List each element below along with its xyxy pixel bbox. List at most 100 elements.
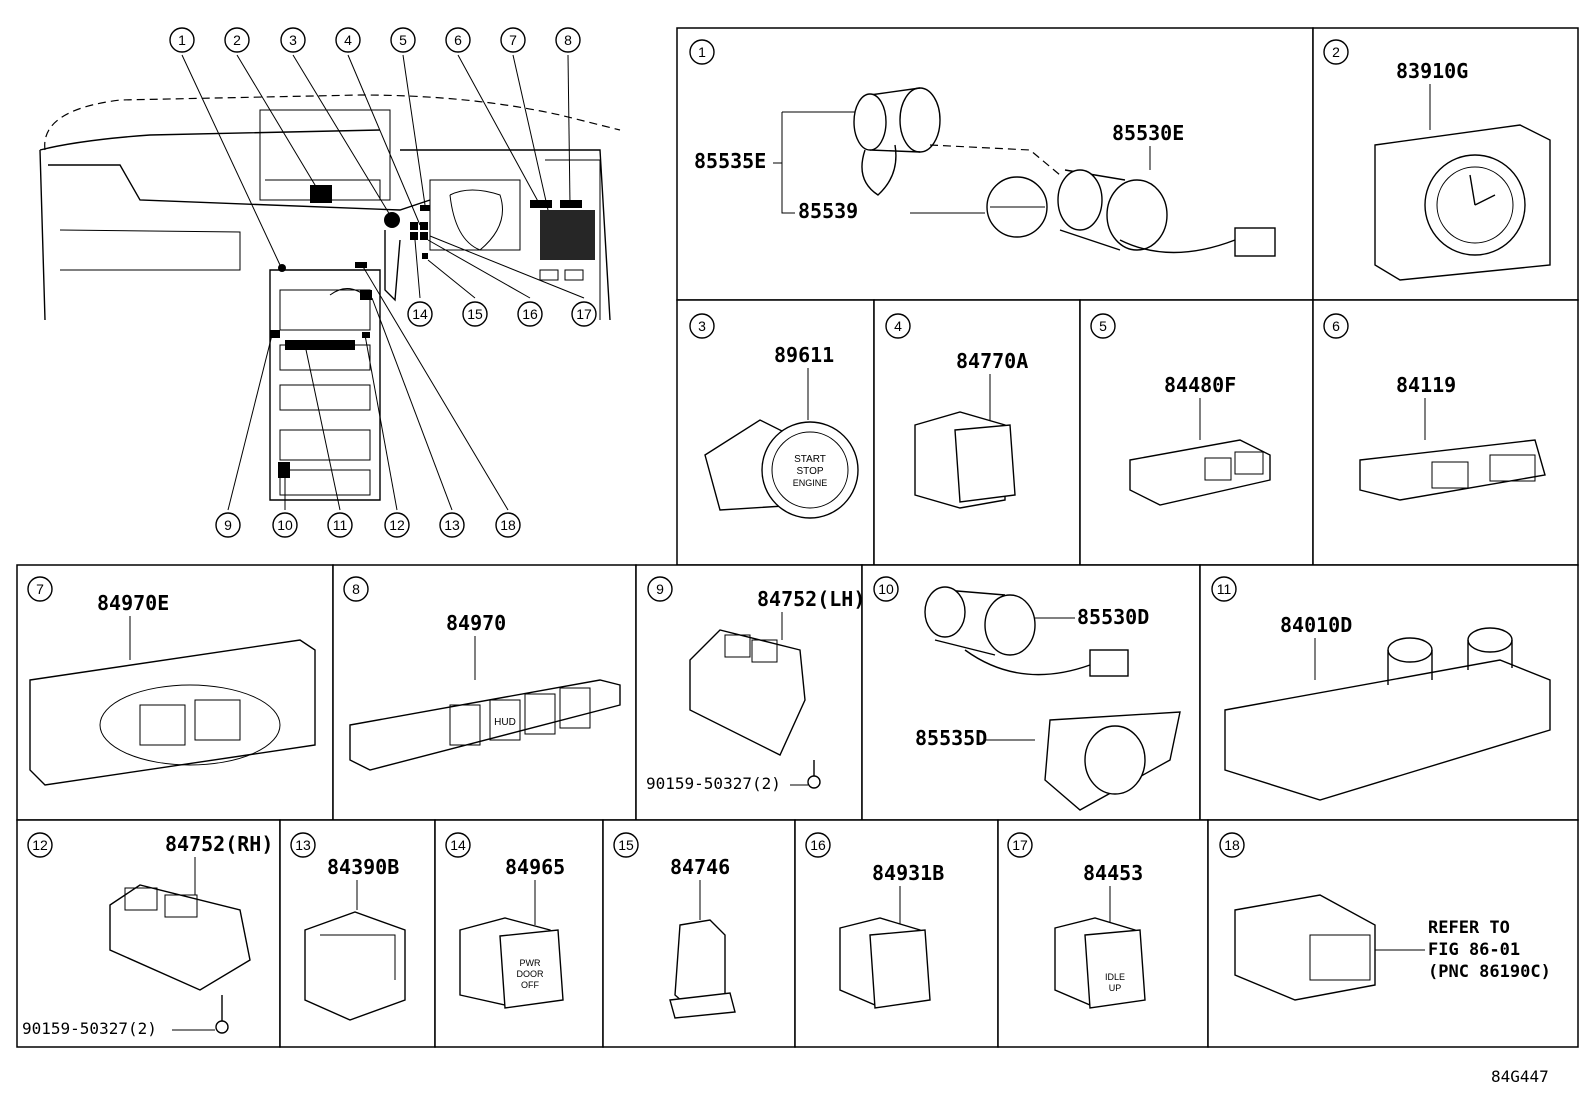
part-84752-RH: 84752(RH) [165, 832, 273, 856]
callout-2: 2 [224, 27, 250, 53]
panel-16: 16 84931B [805, 832, 944, 1009]
svg-text:OFF: OFF [521, 980, 539, 990]
svg-text:2: 2 [233, 32, 241, 48]
part-83910G: 83910G [1396, 59, 1468, 83]
part-84770A: 84770A [956, 349, 1028, 373]
callout-18: 18 [495, 512, 521, 538]
svg-text:5: 5 [1099, 318, 1107, 334]
callout-13: 13 [439, 512, 465, 538]
svg-text:DOOR: DOOR [517, 969, 545, 979]
svg-text:12: 12 [389, 517, 405, 533]
panel-17: 17 84453 IDLE UP [1007, 832, 1146, 1009]
part-85530E: 85530E [1112, 121, 1184, 145]
part-90159-50327-rh: 90159-50327(2) [22, 1019, 157, 1038]
part-84119: 84119 [1396, 373, 1456, 397]
refer-note-line-1: REFER TO [1428, 918, 1510, 938]
panel-8: 8 84970 HUD [343, 576, 621, 771]
part-84965: 84965 [505, 855, 565, 879]
overview-callouts: 1 2 3 4 5 6 7 8 14 15 16 17 9 10 11 12 1… [169, 27, 597, 538]
svg-text:16: 16 [810, 837, 826, 853]
panel-7: 7 84970E [27, 576, 316, 786]
callout-7: 7 [500, 27, 526, 53]
svg-text:15: 15 [618, 837, 634, 853]
grid-frame [16, 27, 1579, 1048]
panel-2: 2 83910G [1323, 39, 1551, 281]
svg-text:UP: UP [1109, 983, 1122, 993]
svg-text:11: 11 [333, 517, 348, 533]
svg-text:HUD: HUD [494, 717, 516, 728]
callout-6: 6 [445, 27, 471, 53]
svg-text:6: 6 [1332, 318, 1340, 334]
callout-4: 4 [335, 27, 361, 53]
svg-text:10: 10 [878, 581, 894, 597]
callout-5: 5 [390, 27, 416, 53]
svg-text:3: 3 [289, 32, 297, 48]
svg-text:5: 5 [399, 32, 407, 48]
callout-3: 3 [280, 27, 306, 53]
panel-4: 4 84770A [885, 313, 1028, 509]
part-85535D: 85535D [915, 726, 987, 750]
callout-14: 14 [407, 301, 433, 327]
callout-12: 12 [384, 512, 410, 538]
panel-11: 11 84010D [1211, 576, 1551, 801]
part-84752-LH: 84752(LH) [757, 587, 865, 611]
svg-text:PWR: PWR [520, 958, 541, 968]
svg-text:18: 18 [500, 517, 516, 533]
svg-text:4: 4 [344, 32, 352, 48]
svg-text:7: 7 [509, 32, 517, 48]
callout-17: 17 [571, 301, 597, 327]
part-89611: 89611 [774, 343, 834, 367]
svg-text:18: 18 [1224, 837, 1240, 853]
svg-text:4: 4 [894, 318, 902, 334]
panel-5: 5 84480F [1090, 313, 1271, 506]
callout-8: 8 [555, 27, 581, 53]
panel-15: 15 84746 [613, 832, 736, 1019]
refer-note-line-3: (PNC 86190C) [1428, 962, 1551, 982]
svg-text:16: 16 [522, 306, 538, 322]
dashboard-overview [39, 54, 621, 511]
svg-text:6: 6 [454, 32, 462, 48]
part-84746: 84746 [670, 855, 730, 879]
panel-12: 12 84752(RH) 90159-50327(2) [22, 832, 273, 1038]
callout-15: 15 [462, 301, 488, 327]
svg-text:11: 11 [1217, 581, 1232, 597]
part-84970E: 84970E [97, 591, 169, 615]
svg-text:STOP: STOP [796, 466, 823, 477]
part-84390B: 84390B [327, 855, 399, 879]
svg-text:10: 10 [277, 517, 293, 533]
part-85530D: 85530D [1077, 605, 1149, 629]
callout-10: 10 [272, 512, 298, 538]
callout-11: 11 [327, 512, 353, 538]
panel-14: 14 84965 PWR DOOR OFF [445, 832, 565, 1009]
svg-text:17: 17 [1012, 837, 1028, 853]
panel-1: 1 85535E 85539 85530E [689, 39, 1276, 257]
svg-text:START: START [794, 454, 826, 465]
svg-text:14: 14 [412, 306, 428, 322]
part-85539: 85539 [798, 199, 858, 223]
refer-note-line-2: FIG 86-01 [1428, 940, 1520, 960]
svg-text:3: 3 [698, 318, 706, 334]
svg-text:9: 9 [656, 581, 664, 597]
svg-text:8: 8 [564, 32, 572, 48]
svg-text:7: 7 [36, 581, 44, 597]
svg-text:ENGINE: ENGINE [793, 478, 828, 488]
svg-text:13: 13 [295, 837, 311, 853]
callout-16: 16 [517, 301, 543, 327]
callout-1: 1 [169, 27, 195, 53]
svg-text:9: 9 [224, 517, 232, 533]
part-90159-50327-lh: 90159-50327(2) [646, 774, 781, 793]
diagram-code: 84G447 [1491, 1067, 1549, 1086]
svg-text:13: 13 [444, 517, 460, 533]
svg-text:14: 14 [450, 837, 466, 853]
panel-6: 6 84119 [1323, 313, 1546, 501]
panel-9: 9 84752(LH) 90159-50327(2) [646, 576, 865, 793]
part-84480F: 84480F [1164, 373, 1236, 397]
part-84453: 84453 [1083, 861, 1143, 885]
panel-18: 18 REFER TO FIG 86-01 (PNC 86190C) [1219, 832, 1551, 1001]
svg-text:IDLE: IDLE [1105, 972, 1125, 982]
svg-text:17: 17 [576, 306, 592, 322]
part-84010D: 84010D [1280, 613, 1352, 637]
panel-10: 10 85530D 85535D [873, 576, 1181, 811]
part-85535E: 85535E [694, 149, 766, 173]
